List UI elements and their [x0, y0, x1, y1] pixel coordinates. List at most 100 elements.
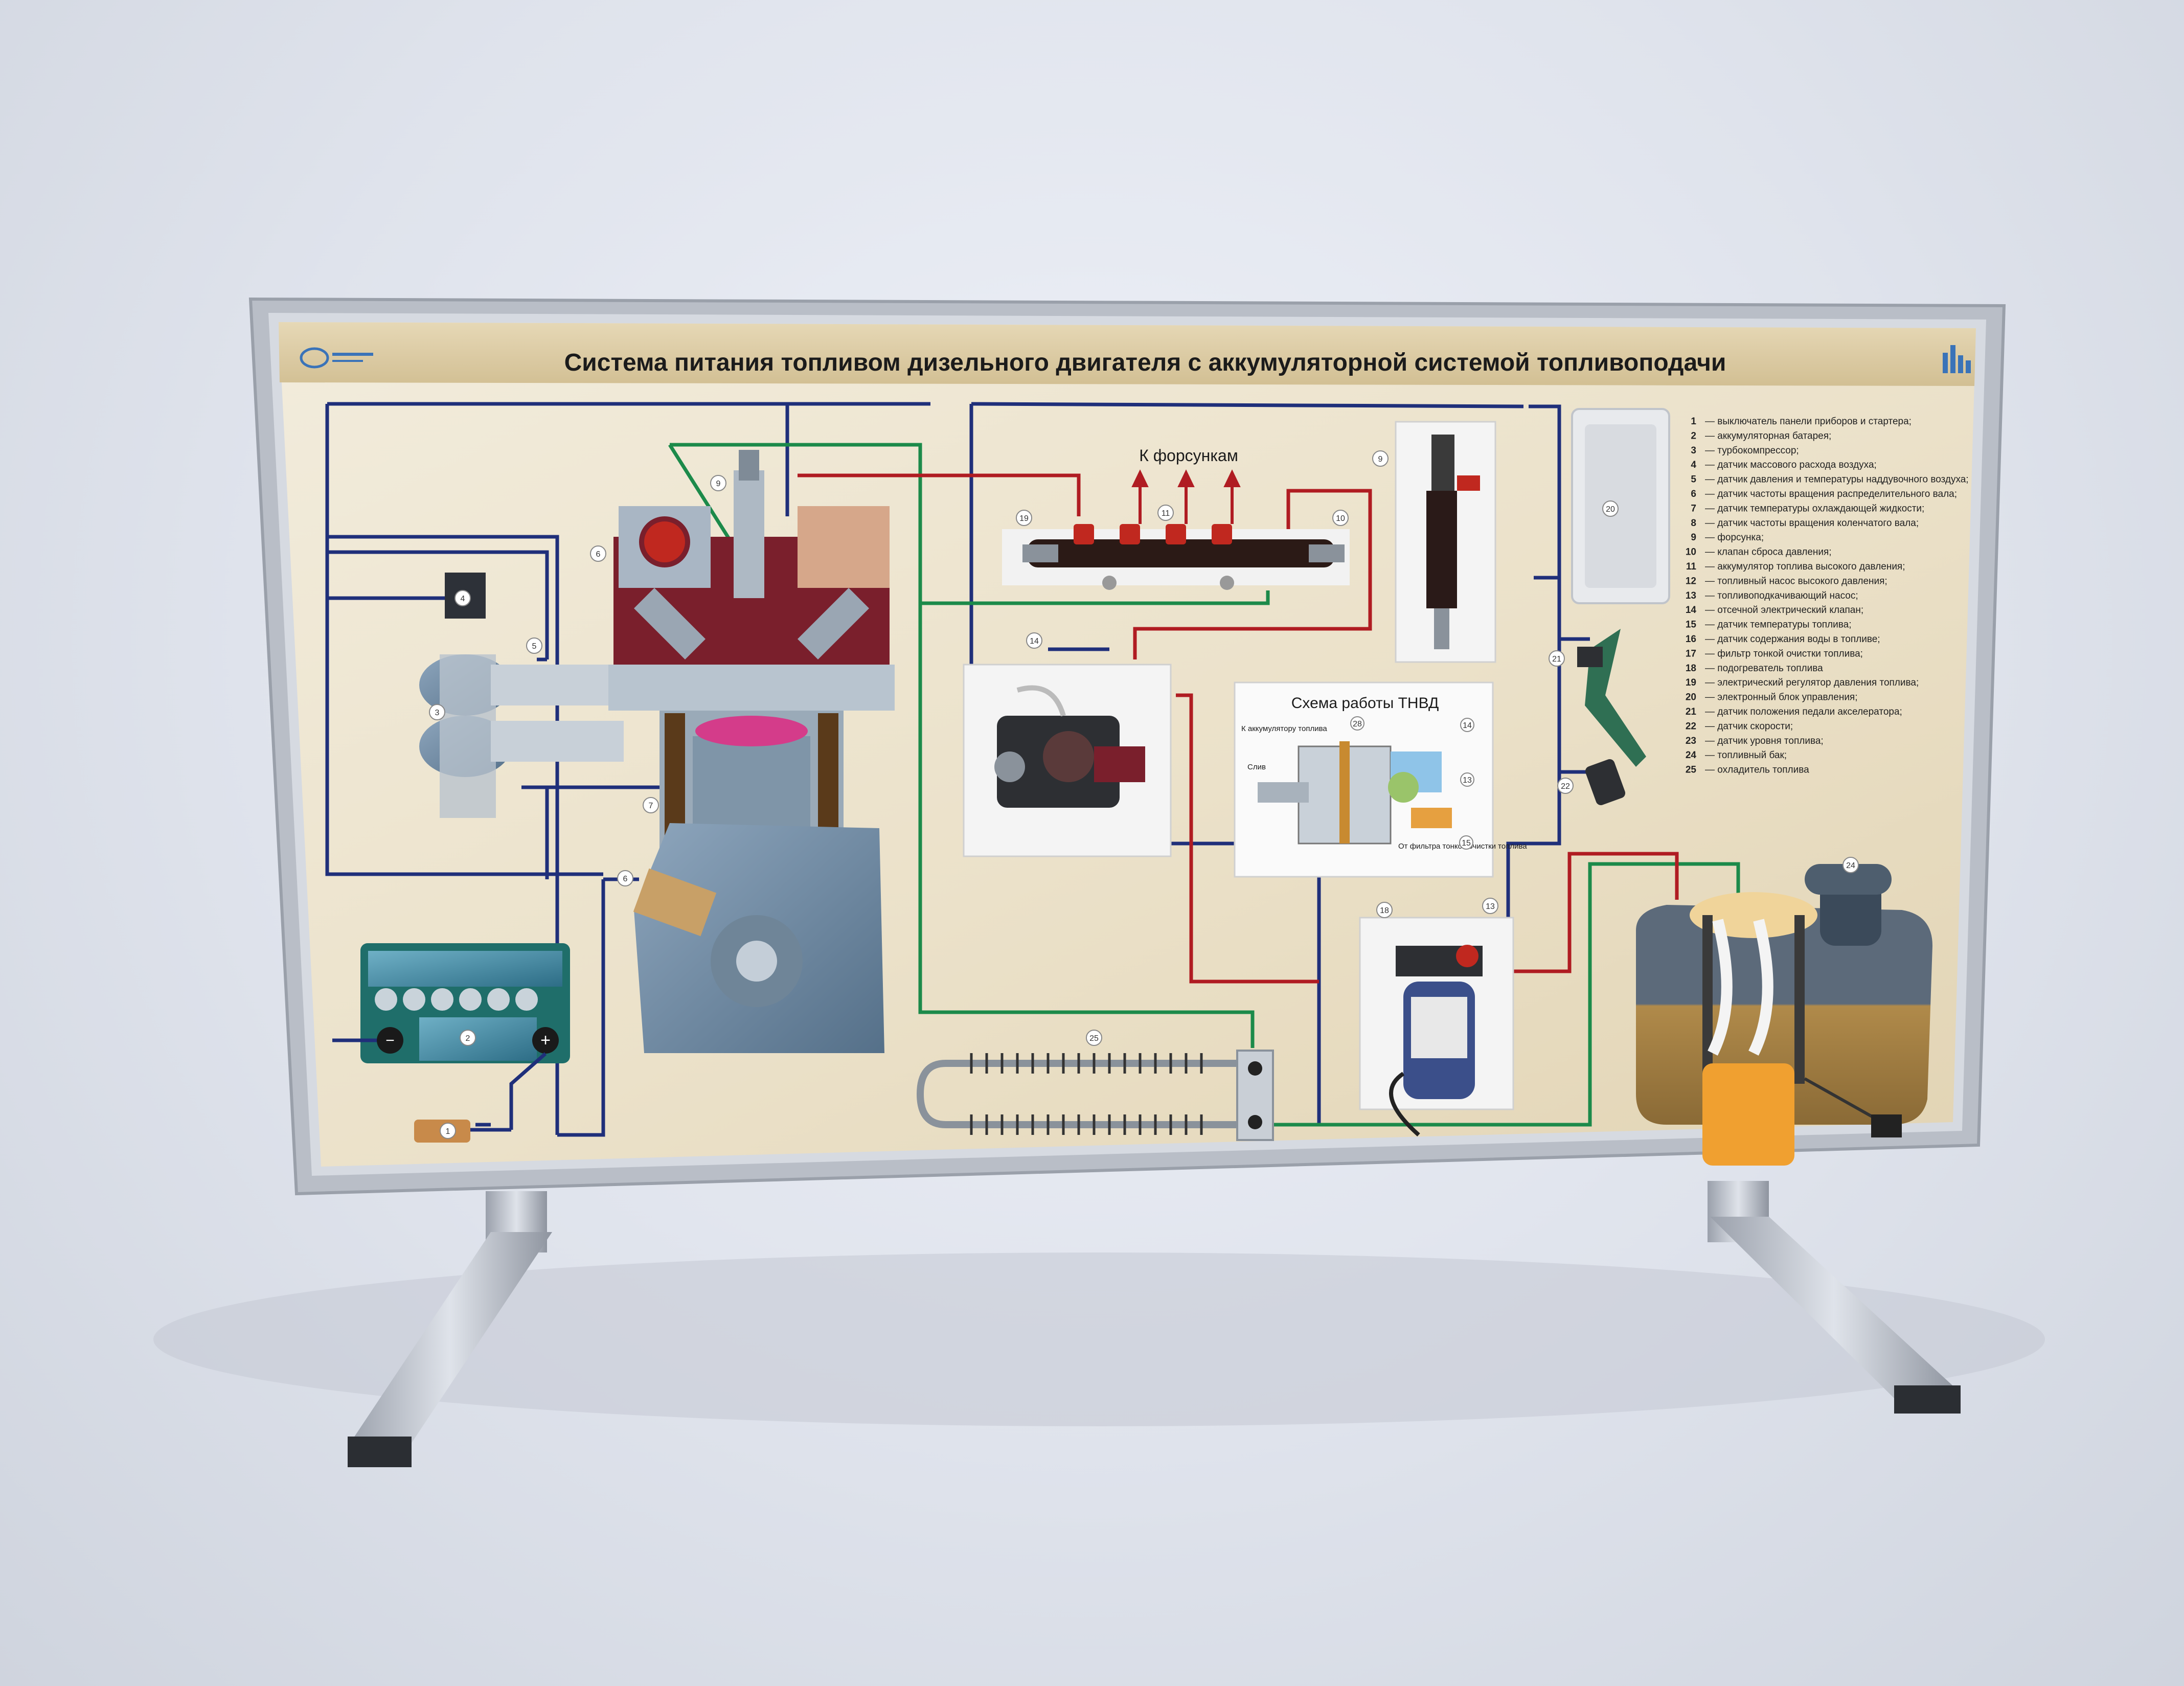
accelerator-pedal: [1577, 629, 1646, 767]
svg-text:6: 6: [596, 550, 601, 559]
battery-minus-label: −: [385, 1032, 395, 1049]
svg-text:21: 21: [1552, 655, 1561, 664]
svg-text:14: 14: [1030, 637, 1039, 646]
svg-text:18: 18: [1380, 906, 1389, 915]
legend-item-16: 16: [1686, 634, 1696, 645]
scheme-badge-15: 15: [1459, 835, 1473, 850]
legend-item-14: 14: [1686, 605, 1697, 616]
legend-item-text-16: — датчик содержания воды в топливе;: [1705, 634, 1880, 645]
legend-item-text-8: — датчик частоты вращения коленчатого ва…: [1705, 518, 1919, 529]
badge-9: 9: [710, 475, 726, 491]
legend-item-23: 23: [1686, 736, 1696, 746]
legend-item-text-21: — датчик положения педали акселератора;: [1705, 707, 1902, 717]
badge-5: 5: [526, 637, 542, 654]
legend-item-12: 12: [1686, 576, 1696, 586]
badge-25: 25: [1086, 1030, 1102, 1046]
svg-text:13: 13: [1486, 902, 1495, 911]
legend-item-6: 6: [1691, 489, 1696, 499]
legend-item-11: 11: [1686, 561, 1697, 572]
legend-item-text-24: — топливный бак;: [1705, 750, 1787, 761]
svg-text:9: 9: [1378, 455, 1383, 464]
scheme-badge-14: 14: [1460, 718, 1474, 732]
legend-item-text-11: — аккумулятор топлива высокого давления;: [1705, 561, 1905, 572]
badge-4: 4: [454, 590, 471, 606]
title-band: [279, 322, 1976, 386]
scheme-badge-28: 28: [1350, 716, 1364, 731]
legend-item-text-14: — отсечной электрический клапан;: [1705, 605, 1863, 616]
legend-item-text-4: — датчик массового расхода воздуха;: [1705, 460, 1877, 470]
badge-1: 1: [440, 1123, 456, 1139]
legend-item-text-6: — датчик частоты вращения распределитель…: [1705, 489, 1957, 499]
legend-item-text-12: — топливный насос высокого давления;: [1705, 576, 1887, 586]
badge-11: 11: [1157, 505, 1174, 521]
legend-item-20: 20: [1686, 692, 1696, 703]
legend-item-text-10: — клапан сброса давления;: [1705, 547, 1832, 558]
legend-item-text-17: — фильтр тонкой очистки топлива;: [1705, 648, 1863, 659]
badge-20: 20: [1602, 500, 1619, 517]
badge-18: 18: [1376, 902, 1393, 918]
legend-item-text-18: — подогреватель топлива: [1705, 663, 1823, 674]
svg-text:25: 25: [1089, 1034, 1099, 1043]
legend-item-5: 5: [1691, 474, 1696, 485]
engine-cutaway: [419, 450, 895, 1053]
badge-10: 10: [1332, 510, 1349, 526]
legend-item-10: 10: [1686, 547, 1696, 558]
injector-photo: [1395, 421, 1496, 663]
legend-item-24: 24: [1686, 750, 1697, 761]
fuel-high-pressure-red: [798, 473, 1679, 984]
hp-pump-photo: [963, 664, 1172, 857]
badge-22: 22: [1557, 778, 1574, 794]
svg-text:13: 13: [1463, 776, 1472, 785]
legend-item-19: 19: [1686, 677, 1696, 688]
legend-item-17: 17: [1686, 648, 1696, 659]
fuel-tank: [1636, 864, 1932, 1166]
left-logo: [300, 347, 373, 369]
badge-2: 2: [460, 1030, 476, 1046]
badge-14: 14: [1026, 632, 1042, 649]
svg-text:1: 1: [446, 1127, 450, 1136]
svg-text:24: 24: [1846, 861, 1855, 870]
svg-text:7: 7: [649, 802, 653, 810]
badge-3: 3: [429, 704, 445, 720]
wiring-blue: [325, 402, 1590, 1137]
stand-left-leg: [348, 1191, 552, 1467]
legend-item-7: 7: [1691, 503, 1696, 514]
legend-item-8: 8: [1691, 518, 1696, 529]
legend-item-13: 13: [1686, 590, 1696, 601]
scheme-label-drain: Слив: [1247, 763, 1266, 771]
legend-item-25: 25: [1686, 765, 1697, 776]
legend-item-text-25: — охладитель топлива: [1705, 765, 1809, 776]
board-title: Система питания топливом дизельного двиг…: [564, 349, 1726, 376]
floor-shadow: [153, 1252, 2045, 1426]
legend-item-text-3: — турбокомпрессор;: [1705, 445, 1799, 456]
fuel-rail-photo: [1002, 524, 1350, 590]
battery-plus-terminal: [532, 1027, 559, 1054]
legend-item-2: 2: [1691, 430, 1696, 441]
badge-6: 6: [590, 545, 606, 562]
legend-item-18: 18: [1686, 663, 1696, 674]
battery: − +: [332, 943, 570, 1063]
fuel-cooler: [916, 1050, 1274, 1141]
legend-item-22: 22: [1686, 721, 1696, 732]
pump-scheme-title: Схема работы ТНВД: [1291, 695, 1439, 712]
pump-scheme-panel: Схема работы ТНВД К аккумулятору топлива…: [1234, 681, 1527, 878]
legend-item-21: 21: [1686, 707, 1697, 717]
battery-plus-label: +: [540, 1031, 551, 1050]
svg-text:28: 28: [1353, 720, 1362, 728]
legend-item-text-22: — датчик скорости;: [1705, 721, 1793, 732]
svg-text:20: 20: [1606, 505, 1615, 514]
legend-item-text-19: — электрический регулятор давления топли…: [1705, 677, 1919, 688]
legend-item-text-2: — аккумуляторная батарея;: [1705, 430, 1831, 441]
rail-arrows: [1131, 469, 1241, 524]
right-logo: [1943, 345, 1971, 373]
scheme-badge-13: 13: [1460, 772, 1474, 787]
legend-item-15: 15: [1686, 620, 1697, 630]
fuel-filter-photo: [1359, 917, 1514, 1136]
legend-item-text-7: — датчик температуры охлаждающей жидкост…: [1705, 503, 1924, 514]
badge-7: 7: [643, 797, 659, 813]
legend-item-4: 4: [1691, 460, 1696, 470]
legend-item-1: 1: [1691, 416, 1696, 427]
legend-item-text-23: — датчик уровня топлива;: [1705, 736, 1824, 746]
badge-19: 19: [1016, 510, 1032, 526]
svg-text:10: 10: [1336, 514, 1345, 523]
